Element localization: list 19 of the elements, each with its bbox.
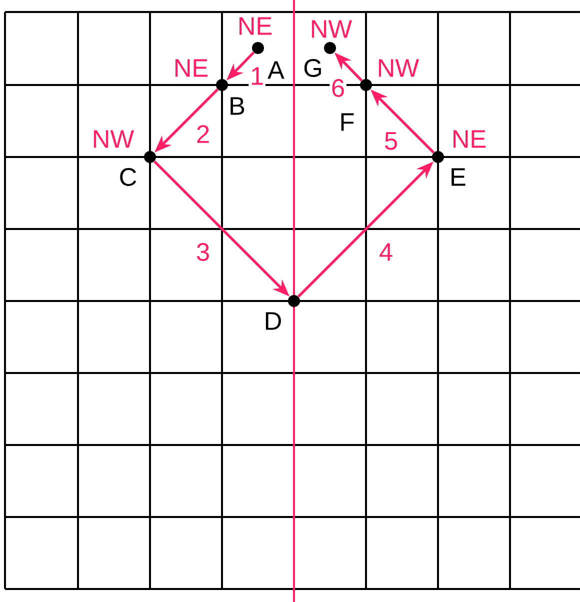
direction-label: NE	[175, 59, 208, 77]
edge-label: 3	[194, 242, 212, 262]
edge-label: 4	[378, 242, 394, 262]
point-label: D	[266, 312, 281, 330]
direction-label: NE	[239, 17, 272, 35]
edge-label: 1	[248, 66, 266, 86]
point-label: F	[341, 113, 354, 131]
direction-label: NW	[378, 59, 419, 77]
point-label: B	[230, 97, 244, 115]
direction-label: NW	[312, 20, 352, 38]
edge-label: 2	[194, 124, 212, 144]
direction-label: NE	[453, 130, 486, 148]
point-label: G	[304, 59, 321, 77]
direction-label: NW	[94, 130, 134, 148]
edge-label: 5	[382, 130, 400, 152]
edge-label: 6	[330, 78, 346, 98]
point-label: C	[120, 168, 136, 186]
point-label: A	[268, 61, 284, 79]
point-label: E	[452, 168, 466, 186]
